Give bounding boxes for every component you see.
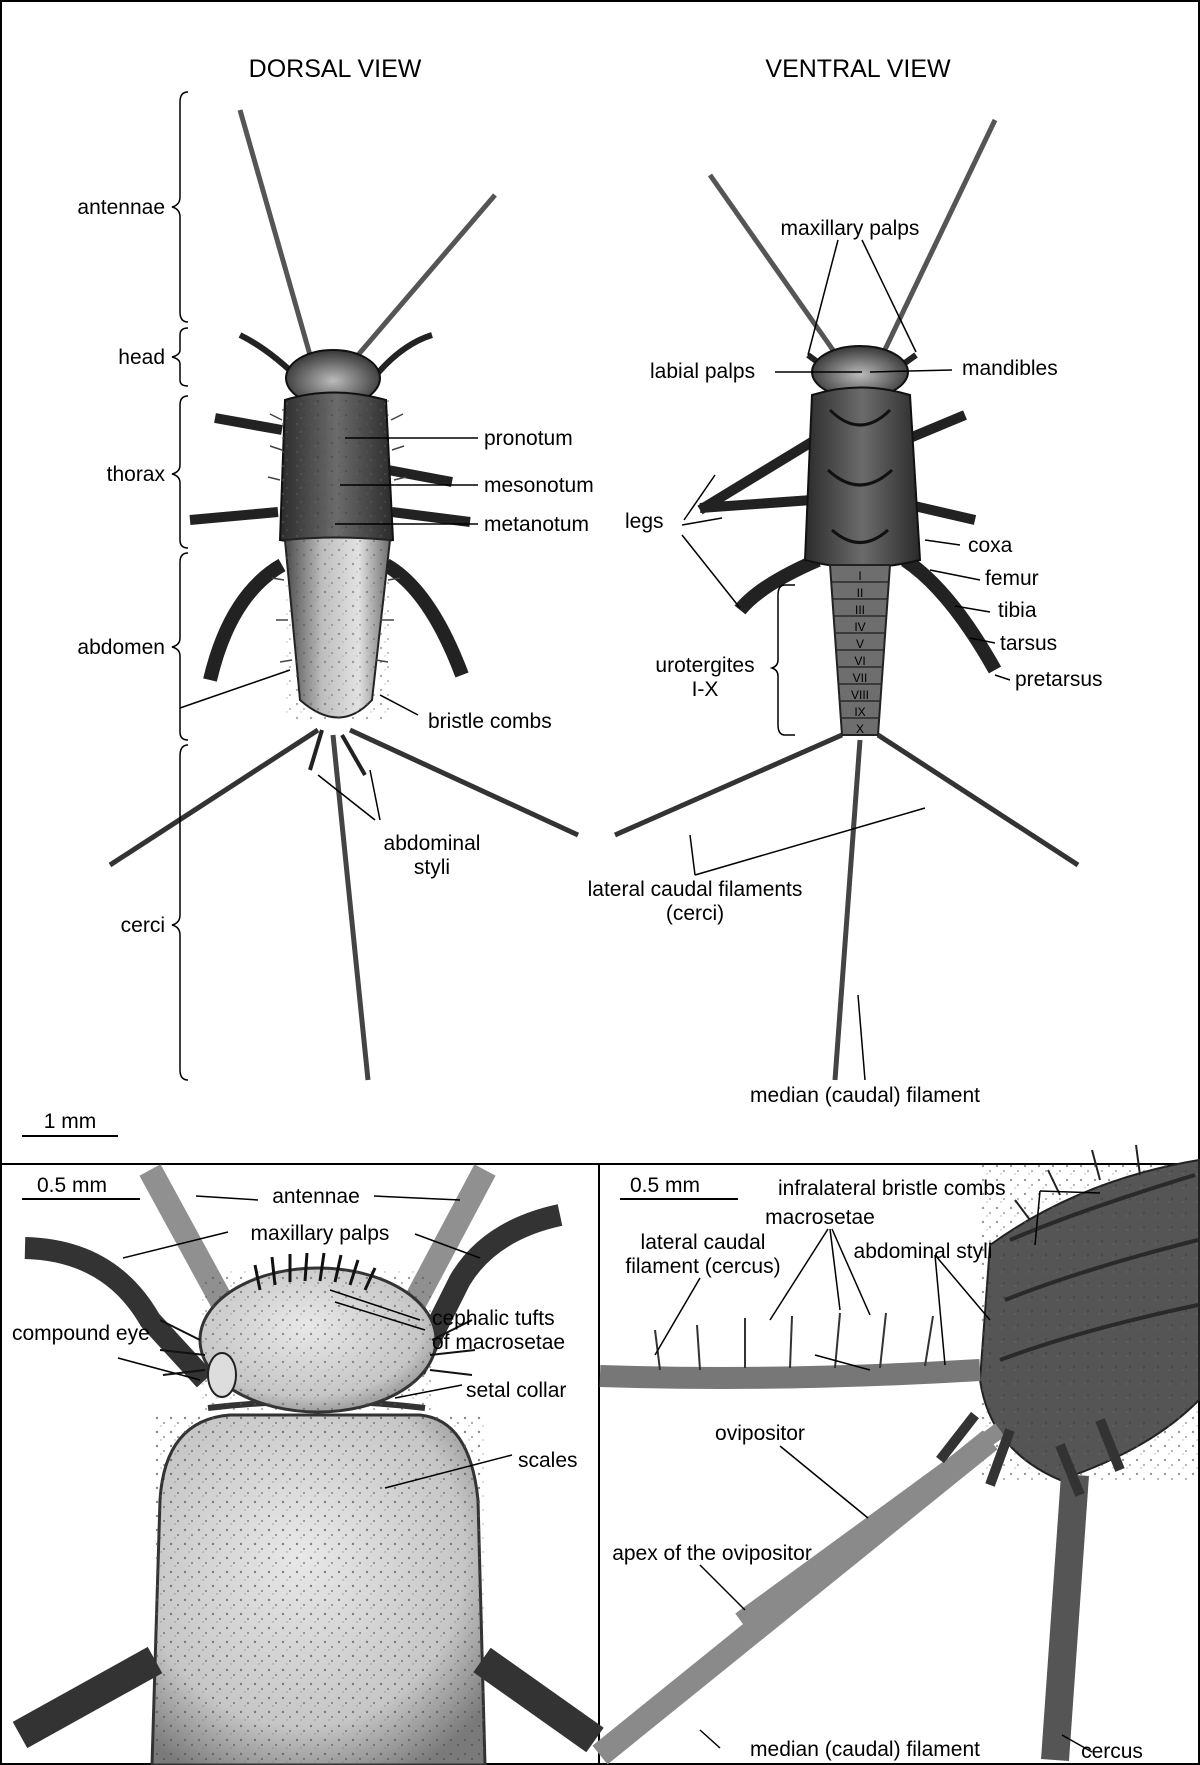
label-lateral-caudal-filament-line1: lateral caudal — [641, 1231, 766, 1254]
label-lateral-caudal-filaments-line1: lateral caudal filaments — [588, 878, 803, 901]
label-abdominal-styli-closeup: abdominal styli — [854, 1240, 993, 1263]
label-median-caudal-filament-closeup: median (caudal) filament — [750, 1738, 980, 1761]
label-maxillary-palps: maxillary palps — [781, 217, 920, 240]
label-scales: scales — [518, 1449, 578, 1472]
scale-bar-label-0-5mm-right: 0.5 mm — [630, 1174, 700, 1197]
head-closeup-illustration — [20, 1170, 595, 1765]
label-mesonotum: mesonotum — [484, 474, 594, 497]
label-metanotum: metanotum — [484, 513, 589, 536]
urotergite-numeral: X — [856, 722, 864, 736]
label-legs: legs — [625, 510, 664, 533]
label-coxa: coxa — [968, 534, 1013, 557]
label-lateral-caudal-filaments-line2: (cerci) — [666, 902, 724, 925]
urotergite-numeral: III — [855, 603, 865, 617]
urotergite-numeral: IV — [854, 620, 865, 634]
region-label-abdomen: abdomen — [77, 636, 165, 659]
label-lateral-caudal-filament-line2: filament (cercus) — [625, 1255, 780, 1278]
label-abdominal-styli-line1: abdominal — [384, 832, 481, 855]
label-urotergites-line2: I-X — [692, 678, 719, 701]
ventral-view-title: VENTRAL VIEW — [765, 55, 951, 83]
label-ovipositor: ovipositor — [715, 1422, 805, 1445]
label-maxillary-palps-closeup: maxillary palps — [251, 1222, 390, 1245]
label-cercus: cercus — [1081, 1740, 1143, 1763]
label-cephalic-tufts-line2: of macrosetae — [432, 1331, 565, 1354]
scale-bar-label-1mm: 1 mm — [44, 1110, 97, 1133]
region-label-head: head — [118, 346, 165, 369]
label-tibia: tibia — [998, 599, 1037, 622]
label-femur: femur — [985, 567, 1039, 590]
urotergite-numeral: VIII — [851, 688, 869, 702]
label-labial-palps: labial palps — [650, 360, 755, 383]
label-abdominal-styli-line2: styli — [414, 856, 450, 879]
region-braces — [172, 92, 188, 1080]
urotergite-numeral: VI — [854, 654, 865, 668]
label-bristle-combs: bristle combs — [428, 710, 552, 733]
label-antennae-closeup: antennae — [272, 1185, 360, 1208]
urotergite-numeral: VII — [853, 671, 868, 685]
label-median-caudal-filament: median (caudal) filament — [750, 1084, 980, 1107]
label-compound-eye: compound eye — [12, 1322, 150, 1345]
label-cephalic-tufts-line1: cephalic tufts — [432, 1307, 555, 1330]
label-macrosetae: macrosetae — [765, 1206, 875, 1229]
region-label-antennae: antennae — [77, 196, 165, 219]
label-mandibles: mandibles — [962, 357, 1058, 380]
dorsal-view-title: DORSAL VIEW — [249, 55, 422, 83]
label-urotergites-line1: urotergites — [655, 654, 754, 677]
label-infralateral-bristle-combs: infralateral bristle combs — [778, 1177, 1006, 1200]
scale-bar-label-0-5mm-left: 0.5 mm — [37, 1174, 107, 1197]
label-tarsus: tarsus — [1000, 632, 1057, 655]
urotergite-numeral: II — [857, 586, 864, 600]
urotergite-numeral: I — [858, 569, 861, 583]
label-setal-collar: setal collar — [466, 1379, 566, 1402]
label-apex-of-ovipositor: apex of the ovipositor — [612, 1542, 812, 1565]
region-label-thorax: thorax — [107, 463, 166, 486]
region-label-cerci: cerci — [121, 914, 165, 937]
label-pronotum: pronotum — [484, 427, 573, 450]
label-pretarsus: pretarsus — [1015, 668, 1103, 691]
urotergite-numeral: IX — [854, 705, 865, 719]
urotergite-numeral: V — [856, 637, 864, 651]
